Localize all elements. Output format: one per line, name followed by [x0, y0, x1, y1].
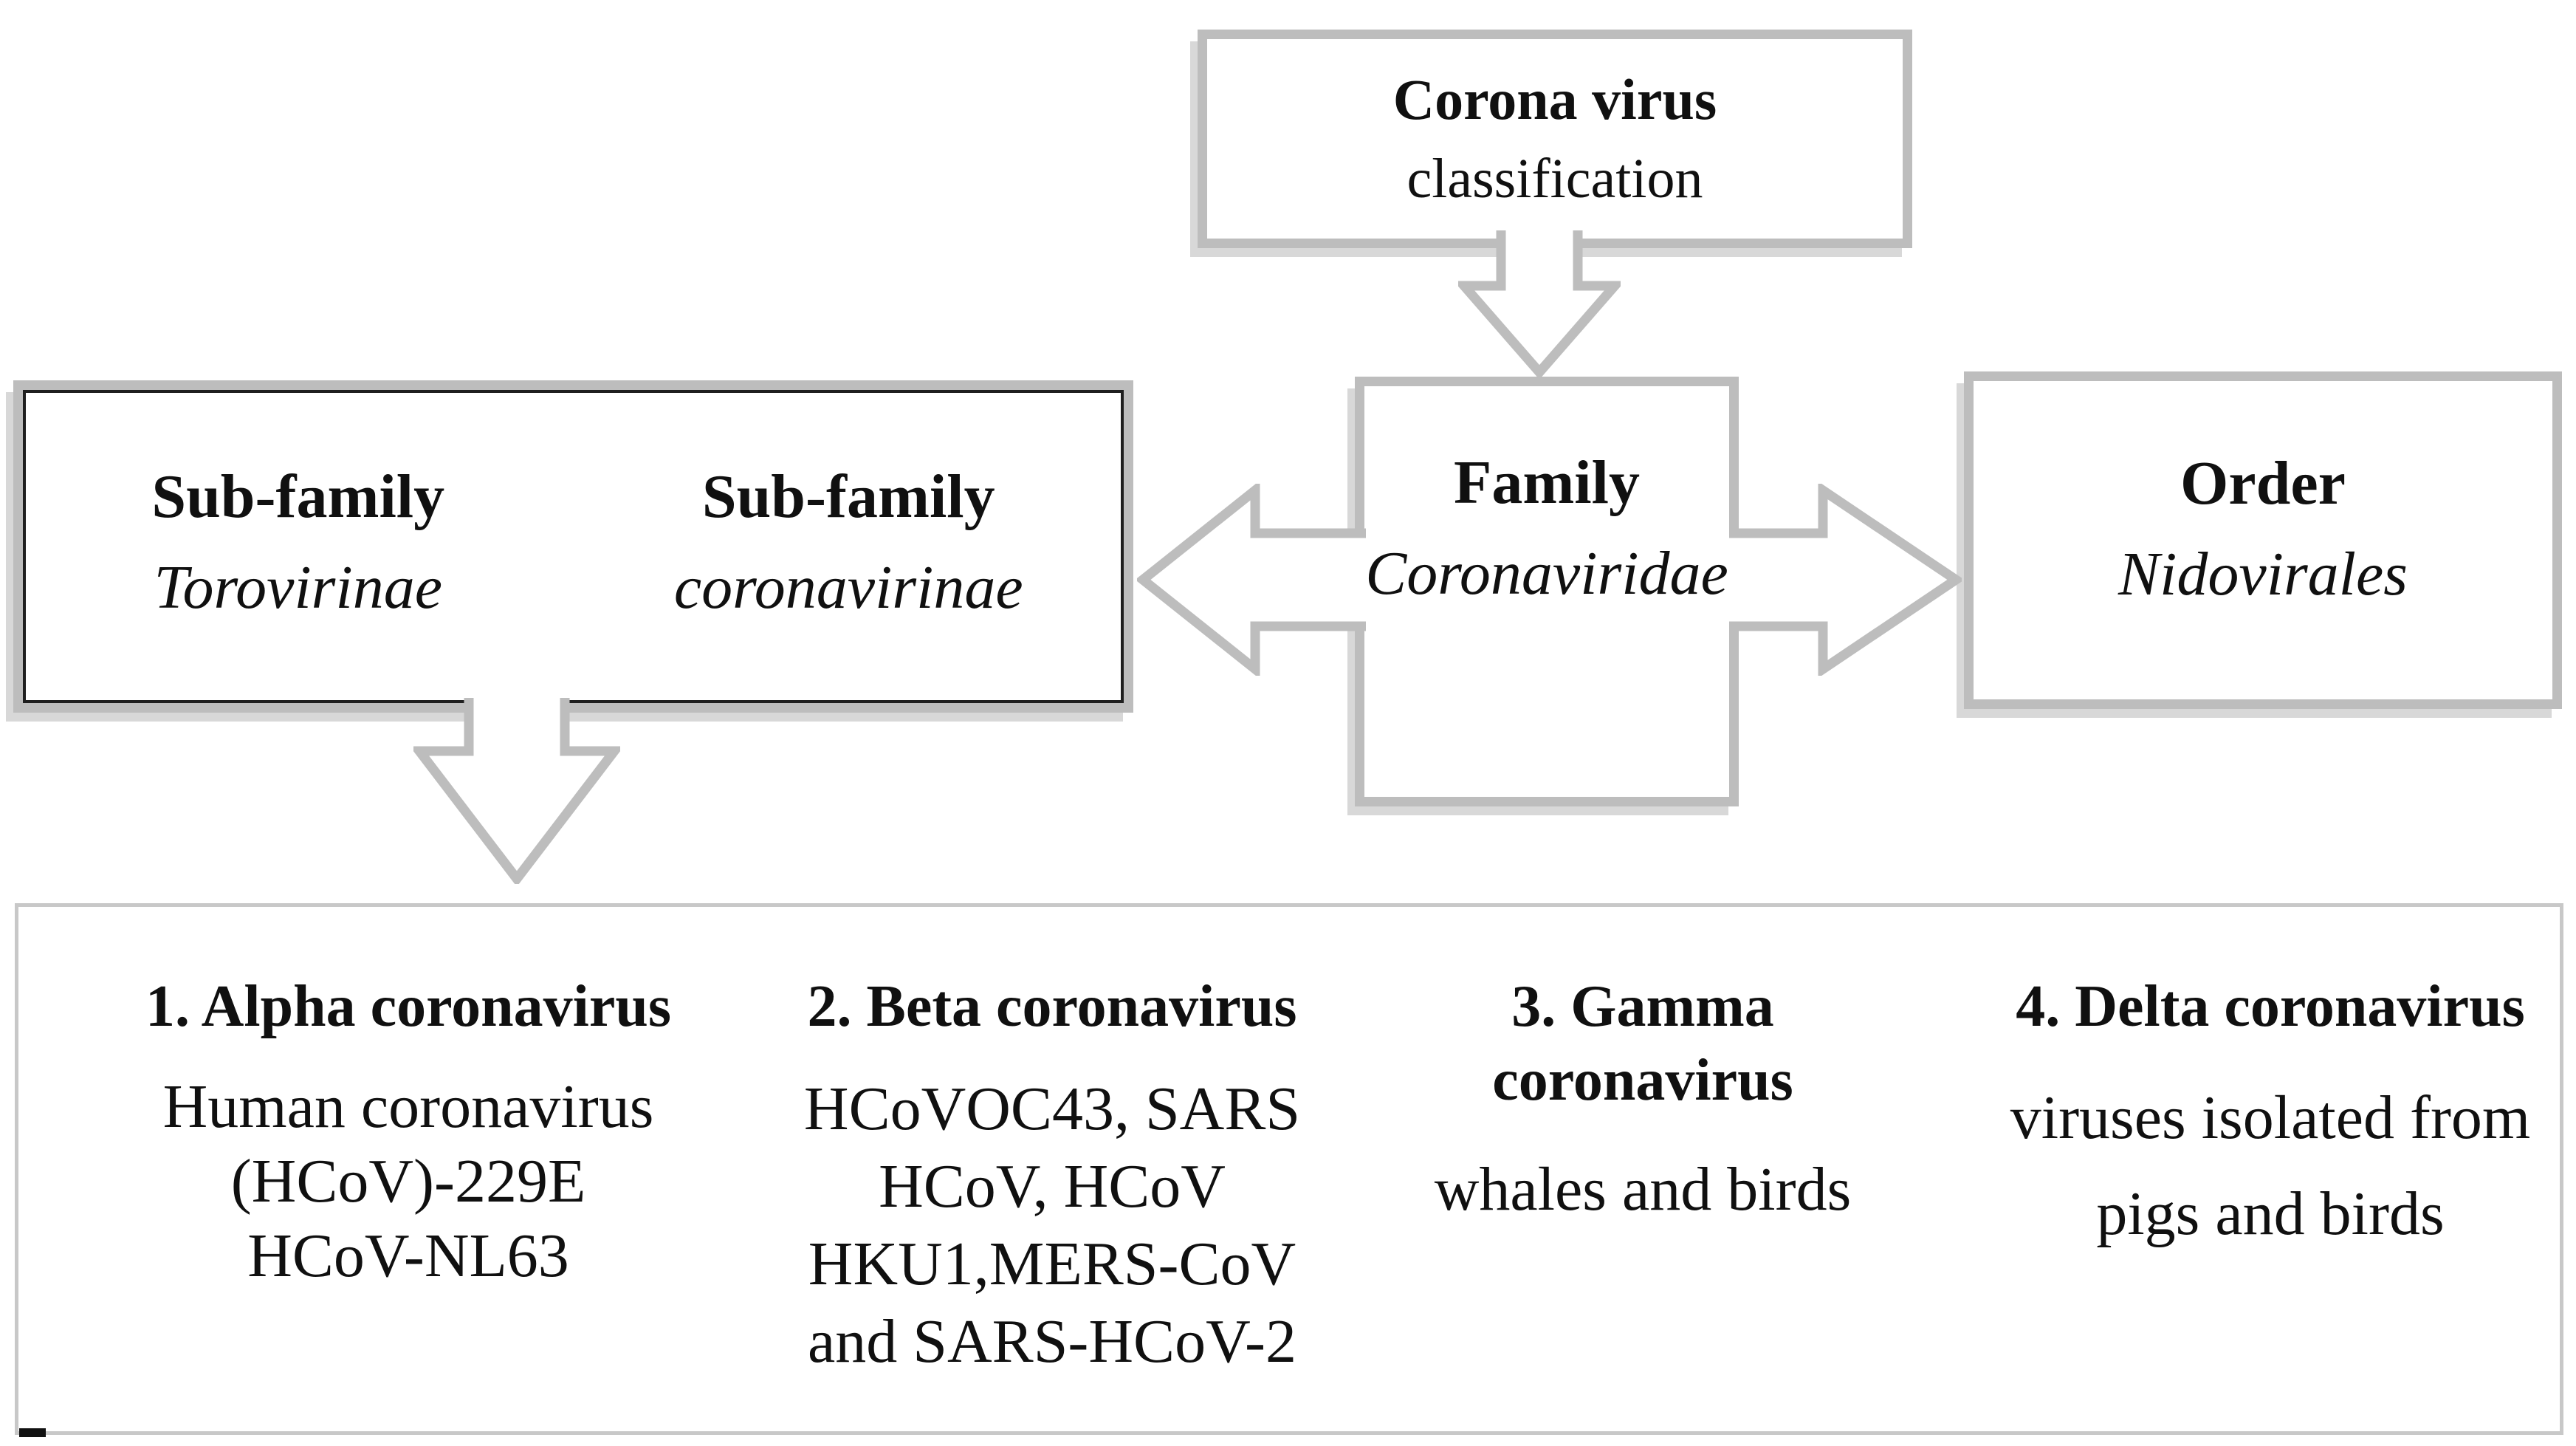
order-text: Order Nidovirales [2118, 447, 2408, 612]
order-label: Order [2180, 448, 2346, 518]
genus-alpha-column: 1. Alpha coronavirus Human coronavirus(H… [113, 970, 704, 1293]
classification-title-box: Corona virus classification [1198, 30, 1912, 248]
genus-delta-column: 4. Delta coronavirus viruses isolated fr… [1975, 970, 2566, 1262]
genus-alpha-heading: 1. Alpha coronavirus [145, 974, 671, 1039]
subfamily-box: Sub-family Torovirinae Sub-family corona… [13, 380, 1133, 713]
right-arrow-icon [1729, 484, 1962, 676]
subfamily-left-label: Sub-family [151, 462, 445, 532]
down-arrow-icon [1458, 230, 1621, 378]
family-box: Family Coronaviridae [1355, 377, 1739, 806]
genus-delta-heading: 4. Delta coronavirus [2016, 974, 2525, 1039]
subfamily-right-label: Sub-family [701, 462, 995, 532]
left-arrow-icon [1137, 484, 1366, 676]
subfamily-coronavirinae: Sub-family coronavirinae [574, 460, 1124, 626]
classification-title-text: Corona virus classification [1393, 64, 1717, 215]
diagram-title: Corona virus [1392, 66, 1717, 131]
subfamily-columns: Sub-family Torovirinae Sub-family corona… [23, 460, 1124, 626]
stray-dash-mark [19, 1428, 46, 1437]
family-label: Family [1454, 448, 1640, 518]
family-name: Coronaviridae [1365, 539, 1728, 608]
subfamily-torovirinae: Sub-family Torovirinae [23, 460, 574, 626]
genus-beta-heading: 2. Beta coronavirus [807, 974, 1297, 1039]
subfamily-right-name: coronavirinae [673, 553, 1023, 622]
order-box: Order Nidovirales [1964, 371, 2562, 709]
genus-gamma-body: whales and birds [1434, 1155, 1852, 1224]
family-text: Family Coronaviridae [1365, 446, 1728, 611]
genera-box: 1. Alpha coronavirus Human coronavirus(H… [15, 903, 2563, 1435]
order-name: Nidovirales [2118, 539, 2408, 609]
subfamily-left-name: Torovirinae [154, 553, 442, 622]
diagram-subtitle: classification [1407, 148, 1703, 210]
down-arrow-icon [413, 698, 620, 884]
